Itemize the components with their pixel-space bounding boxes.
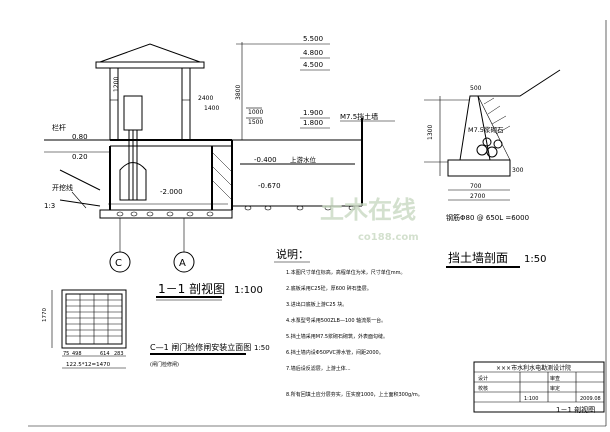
elev-4800: 4.800	[303, 49, 323, 57]
wall-section: 500 700 2700 1300 300 M7.5浆砌石 钢筋Φ80 @ 65…	[424, 69, 561, 268]
section-title: 1－1 剖视图	[158, 281, 225, 296]
elev-m0670: -0.670	[258, 182, 281, 190]
elev-1900: 1.900	[303, 109, 323, 117]
note-8: 8.所有回填土应分层夯实，压实度1000，上土面积300g/m。	[286, 391, 423, 398]
note-3: 3.进出口底板上游C25 块。	[286, 301, 347, 308]
gate-elevation: 1770 75 498 614 283 122.5*12=1470 C—1 闸门…	[42, 289, 270, 369]
dim-1400: 1400	[204, 105, 219, 112]
elev-m2000: -2.000	[160, 188, 183, 196]
axis-c-marker	[109, 251, 131, 273]
gate-dim-h1: 498	[72, 351, 82, 357]
elev-020: 0.20	[72, 153, 88, 161]
dim-1000: 1000	[248, 109, 263, 116]
wall-dim-500: 500	[470, 85, 482, 92]
pump-house-roof	[99, 43, 201, 63]
axis-a: A	[179, 258, 186, 269]
dim-3800: 3800	[235, 85, 242, 100]
gate-dim-bottom: 122.5*12=1470	[66, 362, 111, 368]
pump-motor	[123, 95, 143, 131]
notes-title: 说明：	[276, 247, 309, 261]
elev-1800: 1.800	[303, 119, 323, 127]
elev-5500: 5.500	[303, 35, 323, 43]
gate-dim-h3: 283	[114, 351, 124, 357]
gate-outline	[61, 289, 127, 349]
dim-2400: 2400	[198, 95, 213, 102]
gate-scale: 1:50	[254, 344, 270, 352]
gate-dim-h2: 614	[100, 351, 110, 357]
wall-dim-300: 300	[512, 167, 524, 174]
elev-m0400: -0.400	[254, 156, 277, 164]
tb-drawing: 1－1 剖视图	[556, 405, 595, 414]
note-1: 1.本图尺寸单位标高，高程单位为米，尺寸单位mm。	[286, 269, 406, 276]
tb-row-0: 设计	[478, 375, 488, 382]
wall-scale: 1:50	[524, 254, 546, 265]
wall-dim-2700: 2700	[470, 193, 485, 200]
title-block: ×××市水利水电勘测设计院 设计 校核 审查 审定 1－1 剖视图 1:100 …	[473, 361, 605, 414]
section-1-1: 5.500 4.800 4.500 1.900 1.800 0.80 0.20 …	[44, 35, 395, 301]
wall-dim-1300: 1300	[427, 125, 434, 140]
axis-a-marker	[173, 251, 195, 273]
base-slab	[99, 209, 233, 219]
pump-house-roof-eave	[95, 61, 205, 69]
wall-rebar-note: 钢筋Φ80 @ 650L =6000	[446, 213, 529, 222]
watermark-sub: co188.com	[358, 232, 419, 243]
notes: 说明： 1.本图尺寸单位标高，高程单位为米，尺寸单位mm。 2.底板采用C25砼…	[274, 247, 423, 398]
elev-080: 0.80	[72, 133, 88, 141]
gate-dim-h0: 75	[63, 351, 69, 357]
tb-project: ×××市水利水电勘测设计院	[496, 364, 571, 372]
tb-scale: 1:100	[524, 396, 538, 402]
note-5: 5.挡土墙采用M7.5浆砌石砌筑，外表面勾缝。	[286, 333, 388, 340]
rail-label: 栏杆	[52, 123, 66, 132]
pump-house-wall-right	[181, 67, 191, 141]
tb-row-2: 审查	[550, 375, 560, 382]
dim-1200: 1200	[113, 77, 120, 92]
wall-footing	[447, 159, 511, 177]
wall-title: 挡土墙剖面	[448, 251, 508, 265]
tb-row-3: 审定	[550, 385, 560, 392]
tb-date: 2009.08	[580, 396, 601, 402]
wall-label: M7.5挡土墙	[340, 112, 378, 121]
elev-4500: 4.500	[303, 61, 323, 69]
rubble-stones	[476, 137, 503, 158]
wall-material: M7.5浆砌石	[468, 125, 504, 134]
note-4: 4.水泵型号采用500ZLB—100 轴流泵一台。	[286, 317, 386, 324]
note-7: 7.墙后设反滤层，上游土体...	[286, 365, 351, 372]
section-scale: 1:100	[234, 285, 263, 296]
pump-body	[119, 162, 147, 201]
water-label: 上游水位	[290, 155, 317, 164]
gate-label: 开挖线	[52, 183, 73, 192]
axis-c: C	[115, 258, 122, 269]
watermark: 土木在线 co188.com	[320, 196, 419, 243]
wall-dim-700: 700	[470, 183, 482, 190]
gate-sub: (闸门检修闸)	[150, 361, 179, 368]
gate-title: C—1 闸门检修闸安装立面图	[150, 342, 251, 352]
gate-dim-1770: 1770	[42, 308, 48, 322]
tb-row-1: 校核	[478, 385, 488, 392]
dim-1500: 1500	[248, 119, 263, 126]
watermark-text: 土木在线	[320, 196, 416, 224]
slope-label: 1:3	[44, 202, 55, 210]
note-6: 6.挡土墙内设Φ50PVC排水管，间距2000。	[286, 349, 384, 356]
note-2: 2.底板采用C25砼，厚600 碎石垫层。	[286, 285, 372, 292]
